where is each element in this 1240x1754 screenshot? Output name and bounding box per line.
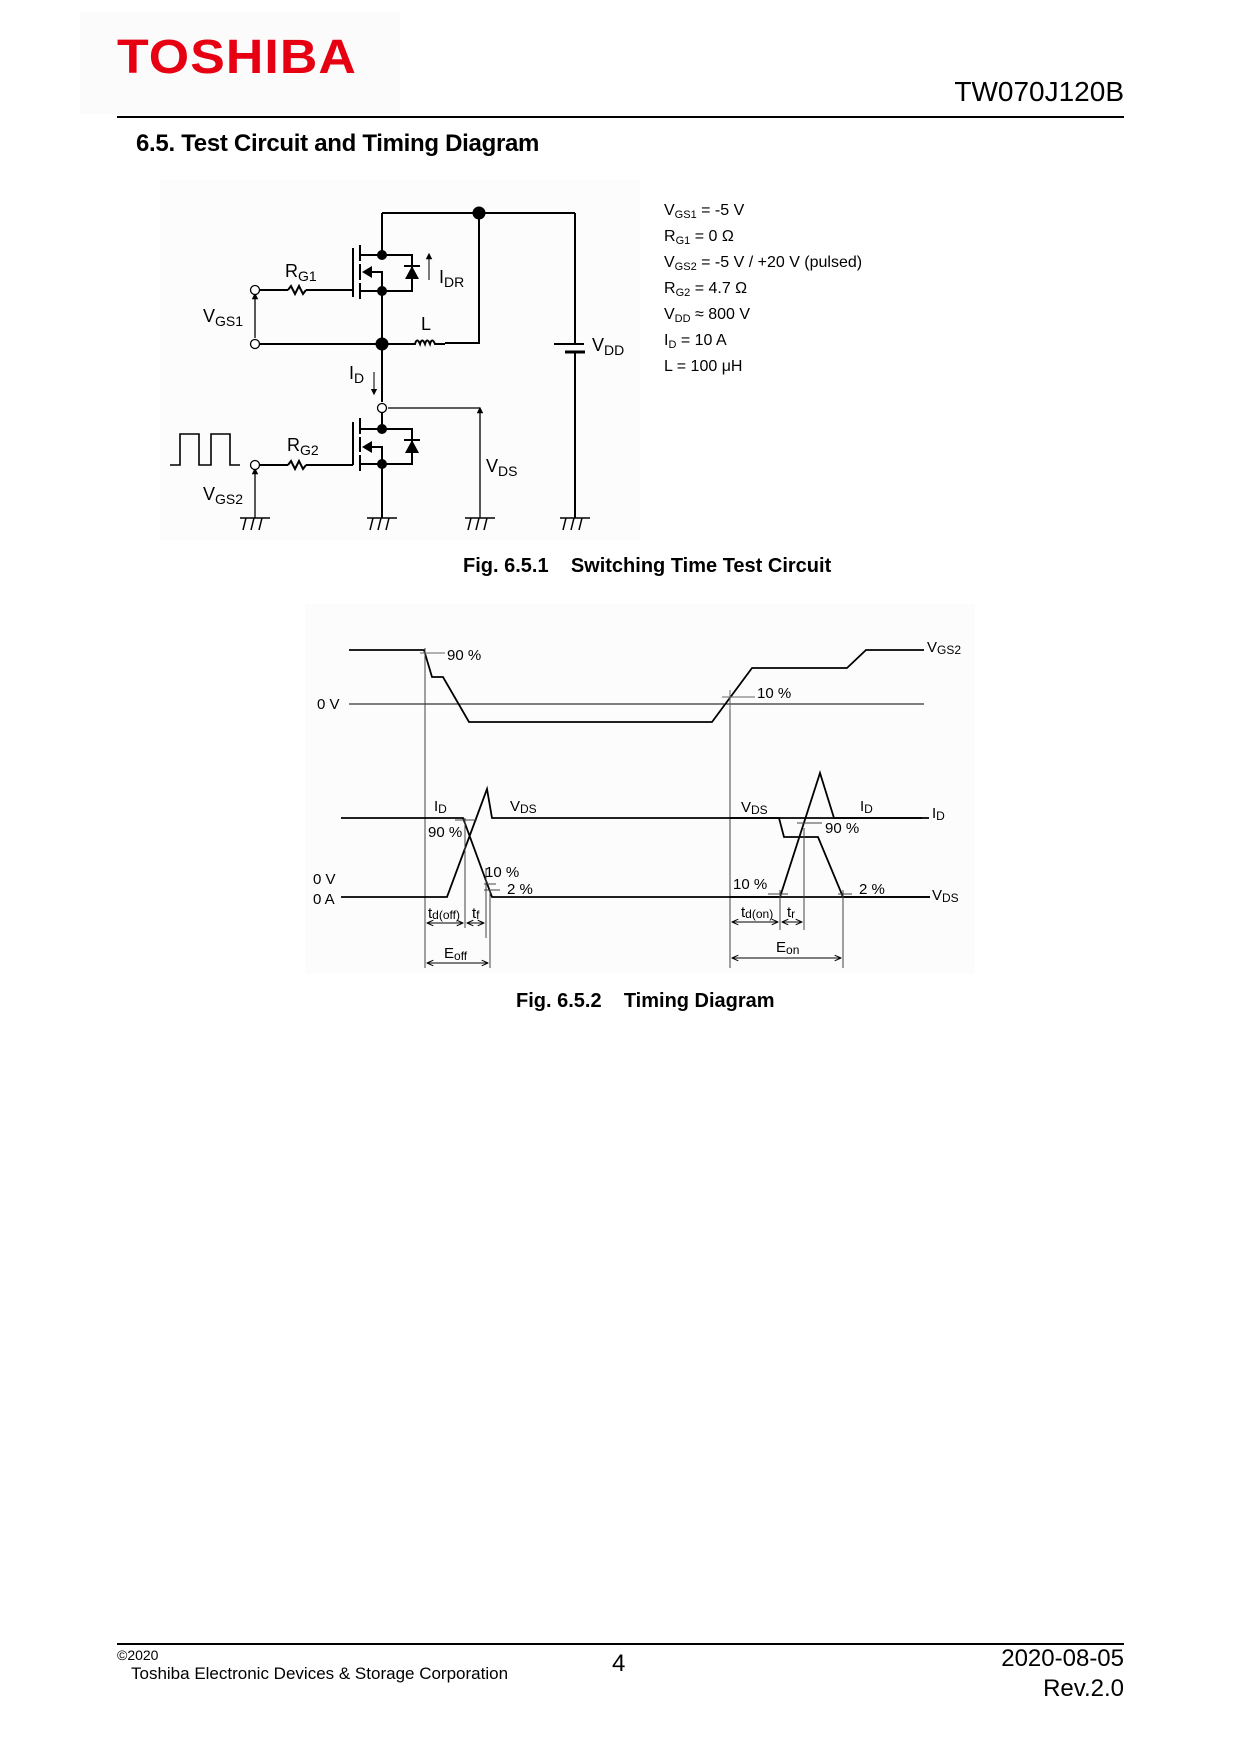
vds-end-label: VDS (932, 887, 959, 905)
test-condition-item: RG2 = 4.7 Ω (664, 280, 748, 299)
zero-volt-label: 0 V (313, 871, 336, 888)
circuit-figure-background (160, 180, 640, 540)
vds-label: VDS (486, 456, 517, 479)
vgs2-pulse-waveform (170, 433, 240, 466)
upper-source-node (377, 286, 387, 296)
eoff-label: Eoff (444, 945, 468, 963)
test-condition-item: VDD ≈ 800 V (664, 306, 751, 325)
figure-6-5-2-caption: Fig. 6.5.2 Timing Diagram (516, 990, 775, 1012)
rg1-resistor (287, 283, 307, 297)
vds-turnoff-waveform (341, 785, 929, 898)
p2-turnoff-label: 2 % (507, 881, 533, 898)
vdd-label: VDD (592, 335, 624, 358)
id-end-label: ID (932, 805, 945, 823)
inductor-coil (382, 339, 445, 347)
header-divider (117, 116, 1124, 118)
idr-label: IDR (439, 267, 464, 290)
test-condition-item: ID = 10 A (664, 332, 727, 351)
vgs1-bottom-terminal (249, 338, 261, 350)
vgs2-timing-label: VGS2 (927, 639, 961, 657)
rg2-resistor (287, 458, 307, 472)
page-number: 4 (612, 1650, 626, 1677)
p10-top-label: 10 % (757, 685, 791, 702)
ground-symbol-vds (465, 517, 495, 531)
toshiba-logo: TOSHIBA (117, 31, 357, 84)
vds-turnoff-label: VDS (510, 798, 537, 816)
p10-turnon-label: 10 % (733, 876, 767, 893)
vgs1-top-terminal (249, 284, 261, 296)
upper-mosfet-source-tap (370, 271, 383, 291)
document-number: TW070J120B (954, 76, 1124, 107)
copyright: ©2020 (117, 1647, 159, 1663)
zero-amp-label: 0 A (313, 891, 335, 908)
revision: Rev.2.0 (1043, 1675, 1124, 1702)
rg1-label: RG1 (285, 261, 317, 284)
p90-turnon-label: 90 % (825, 820, 859, 837)
test-condition-item: VGS1 = -5 V (664, 202, 745, 221)
top-node-to-inductor-wire (445, 213, 480, 344)
lower-drain-node (377, 424, 387, 434)
figure-6-5-1-caption: Fig. 6.5.1 Switching Time Test Circuit (463, 555, 832, 577)
test-condition-item: L = 100 μH (664, 358, 743, 375)
lower-mosfet-source-tap (370, 446, 383, 464)
ground-symbol-vgs2 (240, 517, 270, 531)
footer-divider (117, 1643, 1124, 1645)
mid-junction-node (375, 337, 389, 351)
lower-mosfet-body-arrow (362, 441, 372, 453)
rg2-label: RG2 (287, 435, 319, 458)
lower-source-node (377, 459, 387, 469)
upper-body-diode (404, 265, 420, 279)
zero-volt-top-label: 0 V (317, 696, 340, 713)
upper-mosfet-body-arrow (362, 266, 372, 278)
upper-drain-node (377, 250, 387, 260)
section-title: 6.5. Test Circuit and Timing Diagram (136, 130, 540, 157)
timing-figure-background (305, 604, 975, 974)
vgs1-label: VGS1 (203, 306, 243, 329)
ground-symbol-lower-mosfet (367, 517, 397, 531)
p90-top-label: 90 % (447, 647, 481, 664)
id-turnoff-label: ID (434, 798, 447, 816)
ground-symbol-vdd (560, 517, 590, 531)
id-turnon-waveform (730, 770, 922, 898)
test-condition-item: VGS2 = -5 V / +20 V (pulsed) (664, 254, 863, 273)
test-condition-item: RG1 = 0 Ω (664, 228, 734, 247)
eon-label: Eon (776, 939, 799, 957)
p10-turnoff-label: 10 % (485, 864, 519, 881)
vgs2-label: VGS2 (203, 484, 243, 507)
id-label: ID (349, 363, 364, 386)
vgs2-terminal (249, 459, 261, 471)
lower-body-diode (404, 439, 420, 453)
logo-background (80, 12, 400, 114)
id-turnoff-waveform (341, 817, 930, 898)
tdoff-label: td(off) (428, 905, 460, 922)
p90-turnoff-label: 90 % (428, 824, 462, 841)
tr-label: tr (787, 904, 795, 921)
company-name: Toshiba Electronic Devices & Storage Cor… (131, 1664, 509, 1683)
tf-label: tf (472, 905, 480, 922)
vgs2-waveform (349, 649, 924, 723)
vds-turnon-label: VDS (741, 799, 768, 817)
document-date: 2020-08-05 (1001, 1645, 1124, 1672)
vds-turnon-waveform (730, 817, 930, 898)
top-junction-node (472, 206, 486, 220)
inductor-label: L (421, 314, 431, 334)
vds-terminal (376, 402, 388, 414)
tdon-label: td(on) (741, 904, 773, 921)
test-conditions-list: VGS1 = -5 V RG1 = 0 Ω VGS2 = -5 V / +20 V … (664, 200, 862, 377)
p2-turnon-label: 2 % (859, 881, 885, 898)
id-turnon-label: ID (860, 798, 873, 816)
